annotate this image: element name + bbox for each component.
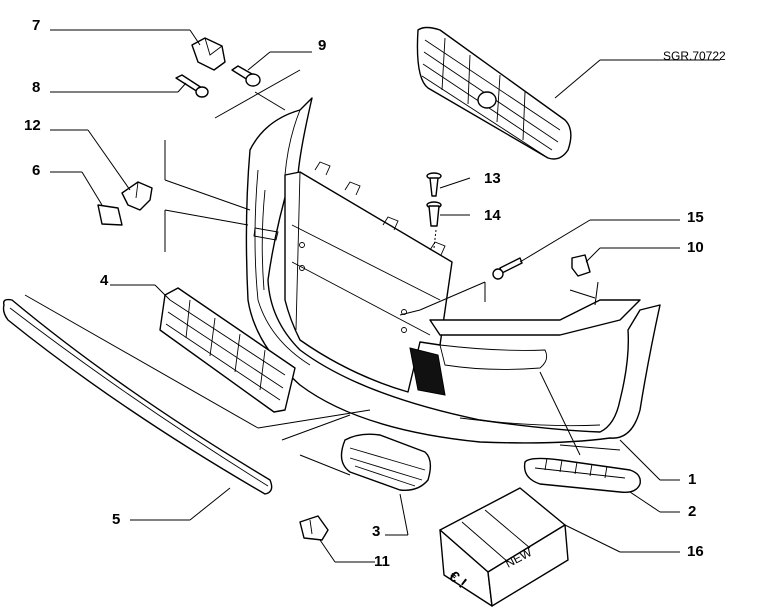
callout-11: 11 [374,553,390,570]
part-11-clip [299,515,329,541]
callout-10: 10 [687,239,704,256]
callout-1: 1 [688,471,696,488]
reference-code: SGR.70722 [663,49,726,63]
part-16-kit-box [439,487,569,607]
callout-14: 14 [484,207,501,224]
part-upper-grille [416,26,572,160]
callout-7: 7 [32,17,40,34]
callout-2: 2 [688,503,696,520]
leader-lines [24,29,720,563]
part-9-bolt [231,65,261,87]
part-8-bolt [175,74,209,98]
part-7-clip [191,37,226,71]
part-12-bracket [121,181,153,211]
callout-3: 3 [372,523,380,540]
callout-5: 5 [112,511,120,528]
callout-13: 13 [484,170,501,187]
callout-12: 12 [24,117,41,134]
callout-4: 4 [100,272,109,289]
part-14-rivet [426,201,442,227]
part-6-pad [97,204,123,226]
part-4-left-grille [159,287,296,413]
part-1-bumper-body [245,97,661,444]
part-15-screw [492,257,523,280]
callout-6: 6 [32,162,40,179]
callout-8: 8 [32,79,40,96]
callout-15: 15 [687,209,704,226]
part-5-lower-trim-strip [2,298,273,495]
part-10-clip-nut [571,254,591,277]
callout-9: 9 [318,37,326,54]
tow-hook-cover [409,347,446,396]
part-2-side-insert [523,457,641,494]
part-13-screw [426,172,442,197]
part-3-fog-grille [340,433,432,491]
callout-16: 16 [687,543,704,560]
